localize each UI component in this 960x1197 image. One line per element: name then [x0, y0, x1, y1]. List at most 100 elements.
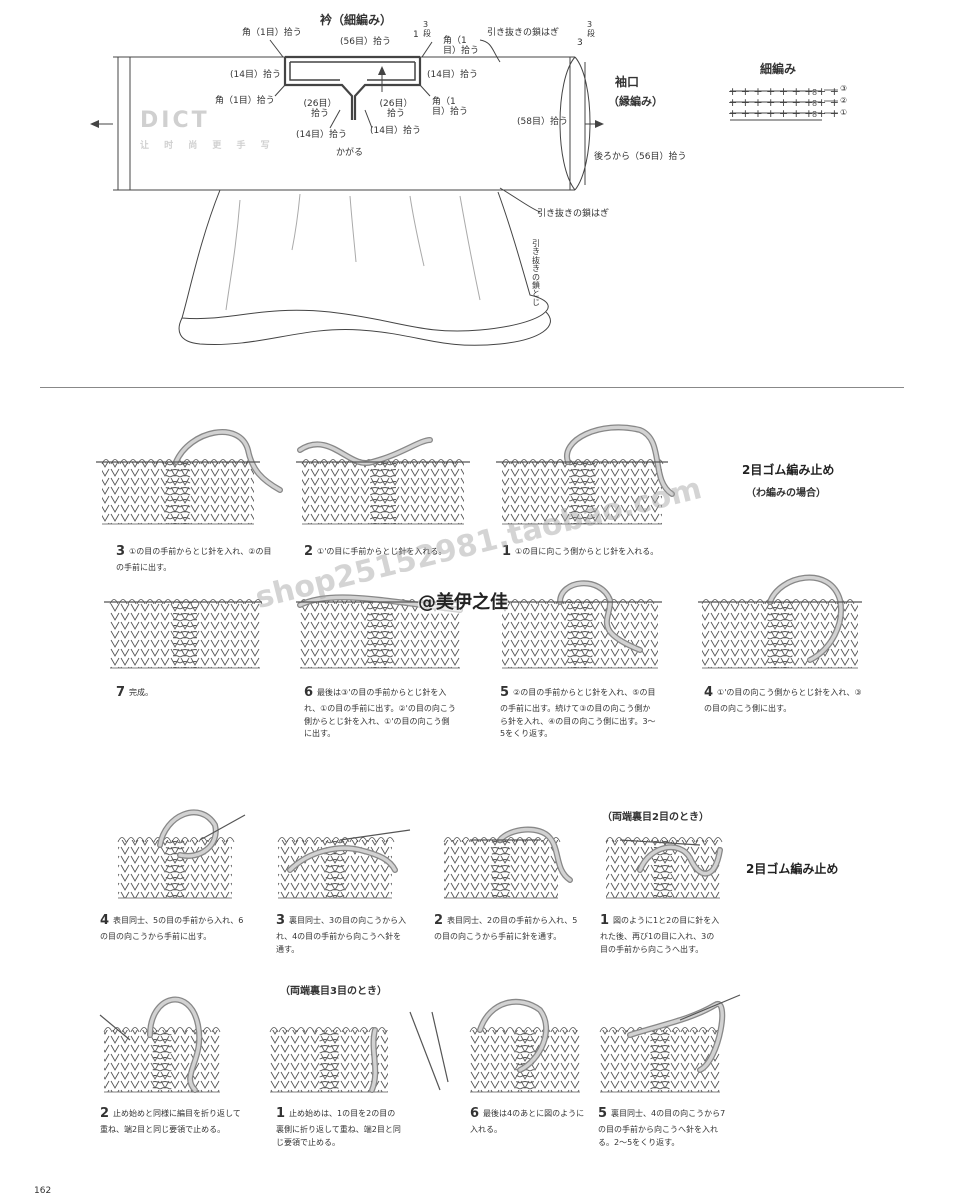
- svg-text:8: 8: [812, 99, 817, 108]
- swatch-purl-1: [165, 462, 191, 524]
- pick14-left-label: (14目）拾う: [230, 70, 281, 80]
- watermark-handle: @美伊之佳: [418, 588, 508, 614]
- yarn-core-3: [565, 425, 674, 496]
- yarn-core-7: [768, 575, 843, 662]
- sc-chart-title: 細編み: [760, 62, 797, 76]
- corner-mr-label: 角（1目）拾う: [432, 97, 469, 118]
- swatch-purl-7: [767, 602, 793, 668]
- page-number: 162: [34, 1186, 52, 1196]
- swatches: [101, 459, 858, 1093]
- yarn-core-8: [158, 810, 218, 858]
- yarn-core-2: [298, 438, 432, 465]
- needle-14: [431, 1011, 449, 1083]
- swatch-purl-14: [516, 1030, 534, 1092]
- needle-13: [409, 1011, 441, 1091]
- needle-8: [199, 814, 246, 841]
- corner-tl-label: 角（1目）拾う: [242, 28, 302, 38]
- yarn-core-12: [148, 997, 201, 1092]
- swatch-purl-13: [319, 1030, 339, 1092]
- sc-row-2: ②: [840, 96, 848, 105]
- swatch-purl-2: [370, 462, 396, 524]
- swatch-purl-8: [165, 840, 185, 898]
- slip-chain-close-label: 引き抜きの鎖とじ: [532, 239, 540, 307]
- section1-title: 2目ゴム編み止め: [742, 463, 835, 477]
- swatch-purl-3: [569, 462, 595, 524]
- collar-56-label: (56目）拾う: [340, 37, 391, 47]
- pick14-right-label: (14目）拾う: [427, 70, 478, 80]
- watermark-logo-sub: 让 时 尚 更 手 写: [140, 141, 276, 151]
- swatch-loops-4: [109, 599, 263, 605]
- cuff-58-label: (58目）拾う: [517, 117, 568, 127]
- svg-text:+ + + + + + + + +: + + + + + + + + +: [728, 107, 839, 120]
- corner-tr-label: 角（1目）拾う: [443, 36, 480, 57]
- slip-seam-bottom-label: 引き抜きの鎖はぎ: [537, 209, 610, 219]
- watermark-logo-top: DICT: [140, 108, 210, 133]
- num-3-label: 3: [577, 38, 583, 48]
- rows-3-top: 3段: [423, 20, 431, 39]
- sc-row-3: ③: [840, 84, 848, 93]
- sc-row-1: ①: [840, 108, 848, 117]
- yarn-core-1: [174, 430, 282, 492]
- swatch-purl-6: [567, 602, 593, 668]
- back-56-label: 後ろから（56目）拾う: [594, 152, 687, 162]
- sc-symbols: + + + + + + + + + + + + + + + + + + + + …: [728, 85, 839, 120]
- yarn-core-6: [558, 581, 642, 652]
- corner-ml-label: 角（1目）拾う: [215, 96, 275, 106]
- swatch-purl-11: [653, 840, 673, 898]
- swatch-loops-13: [269, 1027, 387, 1033]
- swatch-purl-5: [367, 602, 393, 668]
- pick14-bottom-left: (14目）拾う: [296, 130, 347, 140]
- needle-9: [339, 829, 411, 841]
- pick14-bottom-right: (14目）拾う: [370, 126, 421, 136]
- section1-subtitle: （わ編みの場合）: [746, 488, 826, 499]
- swatch-loops-11: [605, 837, 723, 843]
- slip-seam-top-label: 引き抜きの鎖はぎ: [487, 28, 560, 38]
- needles: [96, 461, 862, 1091]
- section2-sub-purl2: （両端裏目2目のとき）: [602, 812, 709, 823]
- svg-text:+ + + + + + + + +: + + + + + + + + +: [728, 96, 839, 109]
- needle-11: [619, 839, 701, 846]
- yarn-core-13: [370, 1028, 377, 1092]
- section-divider: [40, 387, 904, 388]
- kagaru-label: かがる: [336, 148, 364, 158]
- swatch-purl-10: [491, 840, 511, 898]
- cuff-subtitle: （縁編み）: [608, 95, 663, 108]
- swatch-purl-15: [650, 1030, 670, 1092]
- yarn-core-11: [638, 845, 722, 876]
- section2-sub-purl3: （両端裏目3目のとき）: [280, 986, 387, 997]
- swatch-purl-12: [152, 1030, 172, 1092]
- swatch-loops-3: [501, 459, 664, 465]
- collar-title: 衿（細編み）: [320, 13, 393, 27]
- svg-text:+ + + + + + + + +: + + + + + + + + +: [728, 85, 839, 98]
- yarn-core-14: [478, 1000, 548, 1072]
- swatch-purl-9: [325, 840, 345, 898]
- needle-12: [99, 1014, 131, 1041]
- swatch-loops-1: [101, 459, 255, 465]
- section2-title: 2目ゴム編み止め: [746, 862, 839, 876]
- svg-text:8: 8: [812, 110, 817, 119]
- swatch-purl-4: [173, 602, 197, 668]
- yarn-core-9: [288, 846, 397, 872]
- svg-text:8: 8: [812, 88, 817, 97]
- yarn-core-10: [498, 827, 572, 882]
- garment-drawing: + + + + + + + + + + + + + + + + + + + + …: [90, 39, 839, 346]
- rows-3-right: 3段: [587, 20, 595, 39]
- cuff-title: 袖口: [615, 75, 640, 89]
- pick26-right-label: (26目）拾う: [379, 99, 413, 120]
